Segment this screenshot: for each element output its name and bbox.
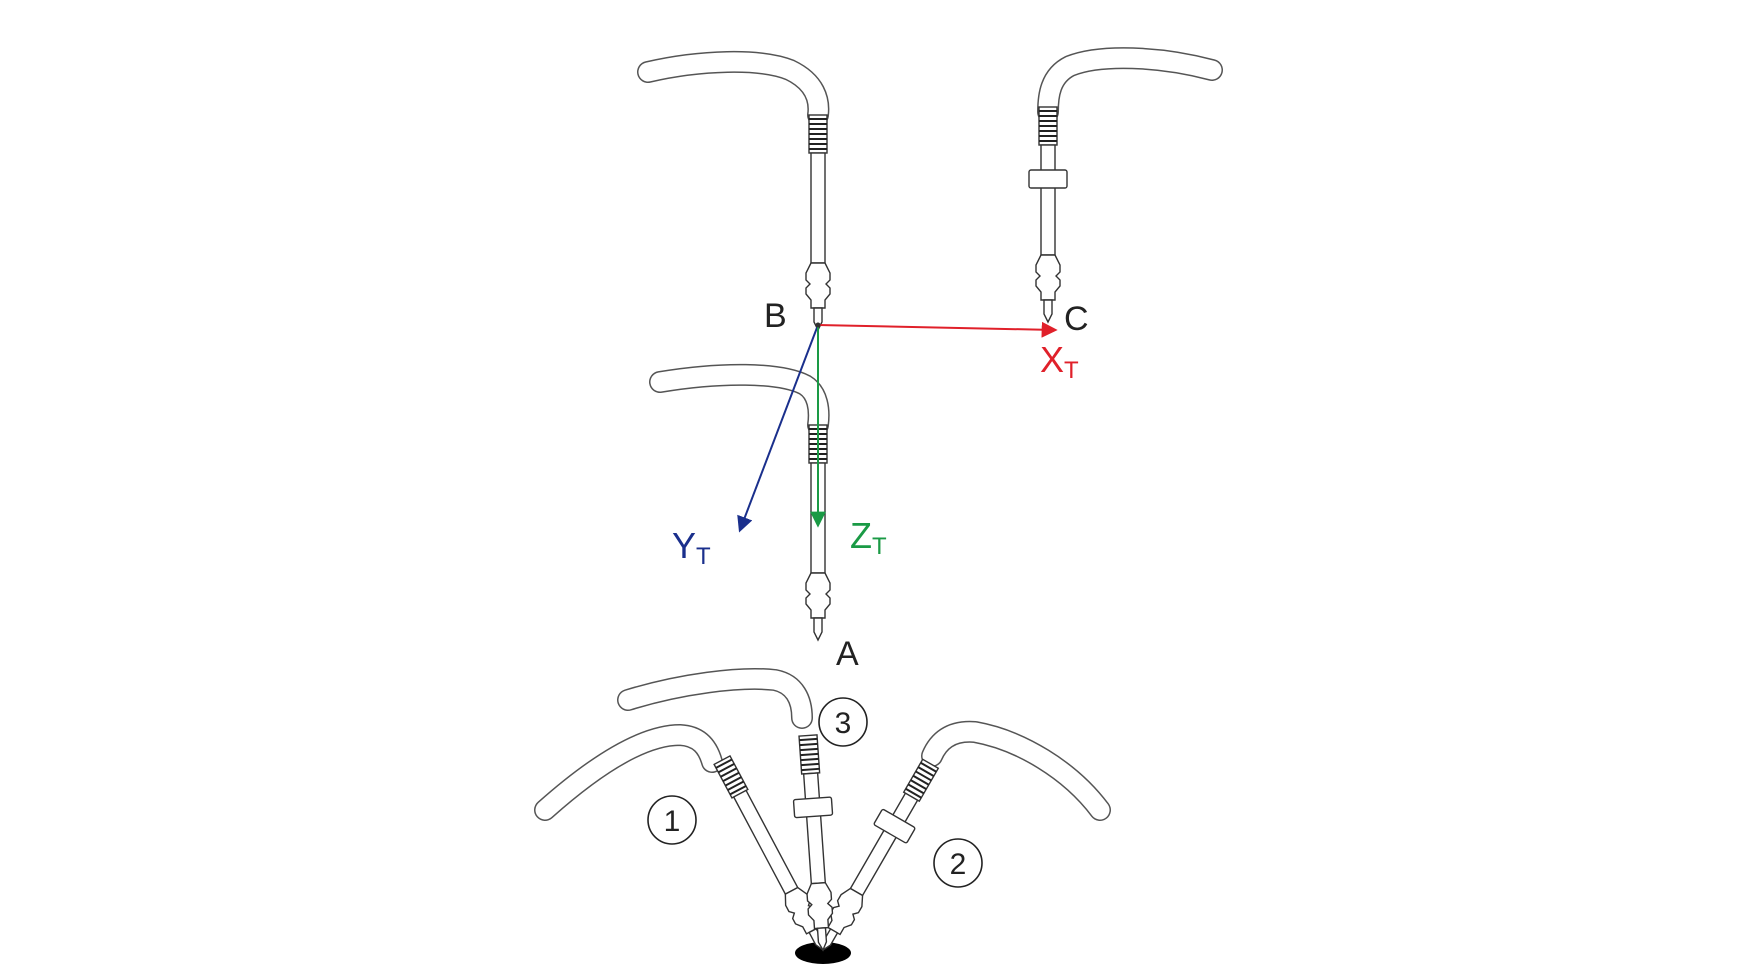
probe-a bbox=[649, 363, 831, 641]
point-c-label: C bbox=[1064, 300, 1089, 338]
svg-text:2: 2 bbox=[950, 848, 967, 881]
position-1-marker: 1 bbox=[647, 795, 697, 845]
probe-b bbox=[637, 50, 831, 331]
y-axis-label: YT bbox=[672, 525, 711, 570]
probe-position-2 bbox=[807, 720, 1111, 960]
svg-text:3: 3 bbox=[835, 707, 852, 740]
position-2-marker: 2 bbox=[933, 838, 983, 888]
z-axis-label: ZT bbox=[850, 515, 887, 560]
position-3-marker: 3 bbox=[818, 697, 868, 747]
point-a-label: A bbox=[836, 635, 859, 673]
pivot-group bbox=[534, 667, 1111, 964]
x-axis-arrow bbox=[817, 321, 1058, 338]
probe-c bbox=[1029, 47, 1223, 322]
probe-position-1 bbox=[534, 723, 835, 957]
x-axis-label: XT bbox=[1040, 339, 1079, 384]
probe-position-3 bbox=[617, 667, 842, 951]
origin-point bbox=[815, 322, 821, 328]
y-axis-arrow bbox=[737, 324, 819, 533]
point-b-label: B bbox=[764, 297, 787, 335]
coordinate-frame bbox=[737, 321, 1058, 533]
pivot-target-spot bbox=[795, 942, 851, 964]
svg-text:1: 1 bbox=[664, 805, 681, 838]
